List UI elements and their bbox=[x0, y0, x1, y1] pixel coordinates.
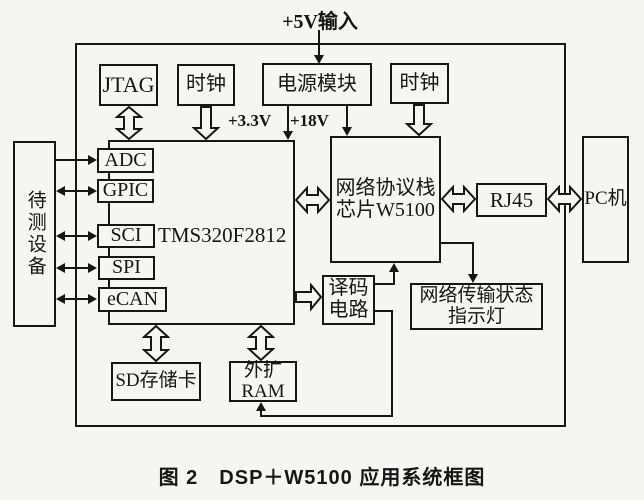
arrowhead-dut-to-adc bbox=[88, 155, 97, 165]
line-dut-spi bbox=[64, 267, 89, 269]
arrowhead-3v3-into-dsp bbox=[283, 131, 293, 140]
bus-arrow-dsp-w5100 bbox=[295, 186, 330, 214]
block-power-module: 电源模块 bbox=[262, 63, 372, 106]
power-input-label: +5V输入 bbox=[282, 11, 358, 33]
block-adc: ADC bbox=[97, 148, 154, 173]
block-decoder: 译码 电路 bbox=[322, 275, 375, 325]
bus-arrow-clock-to-dsp bbox=[192, 106, 220, 140]
block-w5100: 网络协议栈 芯片W5100 bbox=[330, 136, 441, 263]
bus-arrow-dsp-sdcard bbox=[142, 325, 170, 362]
block-clock-dsp: 时钟 bbox=[177, 64, 235, 106]
line-rail-18v bbox=[346, 106, 348, 127]
block-gpic: GPIC bbox=[97, 179, 154, 203]
arrowhead-gpic-to-dut bbox=[56, 186, 65, 196]
line-w5100-to-indicator-v bbox=[472, 242, 474, 274]
line-dut-ecan bbox=[64, 298, 89, 300]
line-decoder-to-w5100-v bbox=[393, 272, 395, 285]
arrowhead-5v-into-power-module bbox=[314, 55, 324, 64]
line-dut-sci bbox=[64, 235, 89, 237]
bus-arrow-jtag-dsp bbox=[115, 106, 143, 140]
arrowhead-dut-to-ecan bbox=[88, 294, 97, 304]
bus-arrow-dsp-to-decoder bbox=[295, 283, 322, 311]
block-rj45: RJ45 bbox=[476, 183, 547, 217]
line-decoder-to-w5100-h bbox=[375, 283, 395, 285]
block-clock-net: 时钟 bbox=[390, 63, 449, 104]
block-pc: PC机 bbox=[582, 136, 629, 263]
line-decoder-to-ram-h1 bbox=[375, 310, 393, 312]
arrowhead-ecan-to-dut bbox=[56, 294, 65, 304]
arrowhead-decoder-into-w5100 bbox=[389, 263, 399, 272]
block-net-status-indicator: 网络传输状态 指示灯 bbox=[410, 283, 543, 330]
arrowhead-sci-to-dut bbox=[56, 231, 65, 241]
line-rail-3v3 bbox=[287, 106, 289, 133]
arrowhead-dut-to-spi bbox=[88, 263, 97, 273]
block-sci: SCI bbox=[97, 224, 155, 248]
line-decoder-to-ram-v1 bbox=[391, 310, 393, 417]
bus-arrow-rj45-pc bbox=[547, 185, 582, 213]
block-ext-ram: 外扩 RAM bbox=[229, 360, 297, 402]
rail-18v-label: +18V bbox=[290, 111, 329, 130]
arrowhead-18v-into-w5100 bbox=[342, 127, 352, 136]
line-w5100-to-indicator-h bbox=[441, 242, 474, 244]
arrowhead-dut-to-gpic bbox=[88, 186, 97, 196]
block-device-under-test: 待测设备 bbox=[13, 141, 56, 327]
rail-3v3-label: +3.3V bbox=[228, 111, 272, 130]
line-decoder-to-ram-v2 bbox=[260, 410, 262, 417]
block-spi: SPI bbox=[98, 256, 155, 280]
arrowhead-dut-to-sci bbox=[88, 231, 97, 241]
bus-arrow-clock-to-w5100 bbox=[405, 104, 433, 136]
arrowhead-w5100-into-indicator bbox=[468, 274, 478, 283]
line-dut-adc bbox=[56, 159, 89, 161]
dsp-label: TMS320F2812 bbox=[158, 223, 287, 247]
line-dut-gpic bbox=[64, 190, 89, 192]
block-jtag: JTAG bbox=[99, 64, 158, 106]
arrowhead-spi-to-dut bbox=[56, 263, 65, 273]
line-decoder-to-ram-h2 bbox=[260, 415, 393, 417]
block-ecan: eCAN bbox=[98, 287, 167, 312]
bus-arrow-dsp-ram bbox=[247, 325, 275, 361]
block-sd-card: SD存储卡 bbox=[111, 362, 201, 401]
bus-arrow-w5100-rj45 bbox=[441, 185, 476, 213]
figure-caption: 图 2 DSP＋W5100 应用系统框图 bbox=[158, 467, 486, 489]
line-5v-input bbox=[318, 30, 320, 55]
arrowhead-decoder-into-ram bbox=[256, 402, 266, 411]
